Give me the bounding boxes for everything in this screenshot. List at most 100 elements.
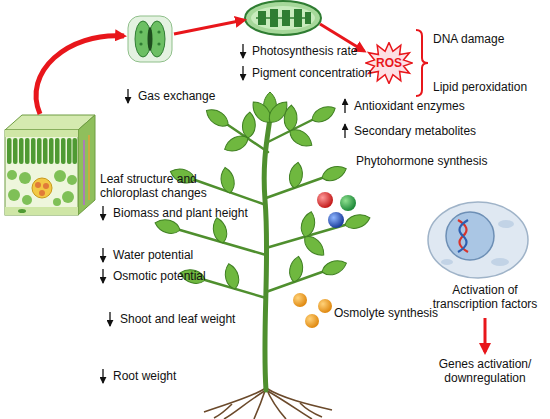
granum (270, 9, 278, 27)
chloroplast-dot (139, 42, 142, 45)
palisade-cell (25, 138, 30, 164)
leaflet (203, 105, 232, 130)
decrease-arrow (242, 66, 243, 80)
stomata-background (128, 16, 172, 62)
effect-label: Secondary metabolites (354, 124, 476, 138)
granum (305, 12, 311, 24)
hormone-sphere (317, 192, 333, 208)
palisade-cell (31, 138, 36, 164)
effect-label: Leaf structure and chloroplast changes (100, 172, 225, 200)
palisade-cell (61, 138, 66, 164)
decrease-arrow (102, 269, 103, 283)
leaflet (288, 161, 305, 189)
spongy-cell (67, 175, 77, 185)
spongy-cell (19, 172, 31, 184)
phloem-vessel (39, 190, 45, 196)
palisade-cell (19, 138, 24, 164)
flow-arrow (484, 318, 487, 352)
chloroplast-dot (157, 42, 160, 45)
organelle (498, 220, 514, 228)
leaf-vein (88, 135, 90, 200)
palisade-cell (49, 138, 54, 164)
stoma (18, 209, 26, 213)
palisade-cell (37, 138, 42, 164)
spongy-cell (22, 195, 32, 205)
effect-label: Osmotic potential (113, 269, 206, 283)
organelle (491, 258, 509, 266)
cell-nucleus-icon (428, 202, 528, 278)
flow-arrow (36, 36, 124, 114)
palisade-cell (73, 138, 78, 164)
leaflet (309, 103, 338, 126)
leaflet (320, 257, 349, 278)
leaf-side-face (78, 115, 95, 215)
granum (282, 10, 290, 26)
effect-label: Phytohormone synthesis (356, 154, 487, 168)
leaf-front-face (5, 130, 78, 215)
leaflet (219, 166, 236, 194)
lower-epidermis (5, 207, 78, 215)
effect-label: Photosynthesis rate (252, 44, 357, 58)
spongy-cell (53, 198, 61, 206)
stomata-icon (128, 16, 172, 62)
decrease-arrow (102, 369, 103, 383)
chloroplast-icon (245, 1, 321, 35)
upper-epidermis (5, 130, 78, 137)
decrease-arrow (102, 206, 103, 220)
palisade-cell (55, 138, 60, 164)
osmolyte-sphere (305, 314, 319, 328)
spongy-cell (8, 189, 20, 201)
chloroplast-dot (139, 30, 142, 33)
leaflet (211, 216, 230, 244)
effect-label: Osmolyte synthesis (334, 306, 438, 320)
ros-burst: ROS (365, 42, 413, 84)
leaflet (287, 126, 316, 151)
osmolyte-sphere (318, 299, 332, 313)
leaflet (242, 112, 257, 139)
tomato-plant (153, 92, 372, 390)
root (300, 403, 322, 417)
effect-label: Activation of transcription factors (420, 283, 550, 311)
effect-label: Shoot and leaf weight (120, 312, 235, 326)
effect-label: Root weight (113, 369, 176, 383)
spongy-cell (62, 191, 74, 203)
node-label: ROS (376, 56, 402, 70)
stroma (251, 6, 315, 30)
root (254, 388, 266, 419)
hormone-sphere (328, 212, 344, 228)
effect-label: DNA damage (433, 32, 504, 46)
bracket (416, 30, 428, 96)
effect-label: Water potential (113, 248, 193, 262)
leaflet (343, 212, 372, 231)
leaflet (320, 163, 349, 184)
stomatal-pore (148, 27, 153, 51)
dna-strand (458, 220, 468, 252)
spongy-cell (54, 170, 66, 182)
spongy-cell (7, 170, 17, 180)
cell-membrane (428, 202, 528, 278)
effect-label: Genes activation/ downregulation (425, 357, 545, 385)
flow-arrow (174, 20, 244, 34)
leaflet (299, 210, 318, 238)
decrease-arrow (242, 44, 243, 58)
increase-arrow (344, 124, 345, 138)
effect-label: Lipid peroxidation (433, 80, 527, 94)
granum (258, 11, 266, 25)
organelle (441, 259, 453, 265)
effect-label: Antioxidant enzymes (354, 99, 465, 113)
leaf-cross-section (5, 115, 95, 215)
xylem-vessel (35, 182, 41, 188)
leaflet (223, 262, 242, 290)
effect-label: Gas exchange (138, 89, 215, 103)
burst-shape (366, 43, 413, 84)
osmolyte-sphere (293, 293, 307, 307)
leaflet (288, 255, 305, 283)
effect-label: Pigment concentration (252, 66, 371, 80)
decrease-arrow (127, 89, 128, 103)
decrease-arrow (109, 312, 110, 326)
chloroplast-membrane (245, 1, 321, 35)
root (204, 388, 266, 412)
